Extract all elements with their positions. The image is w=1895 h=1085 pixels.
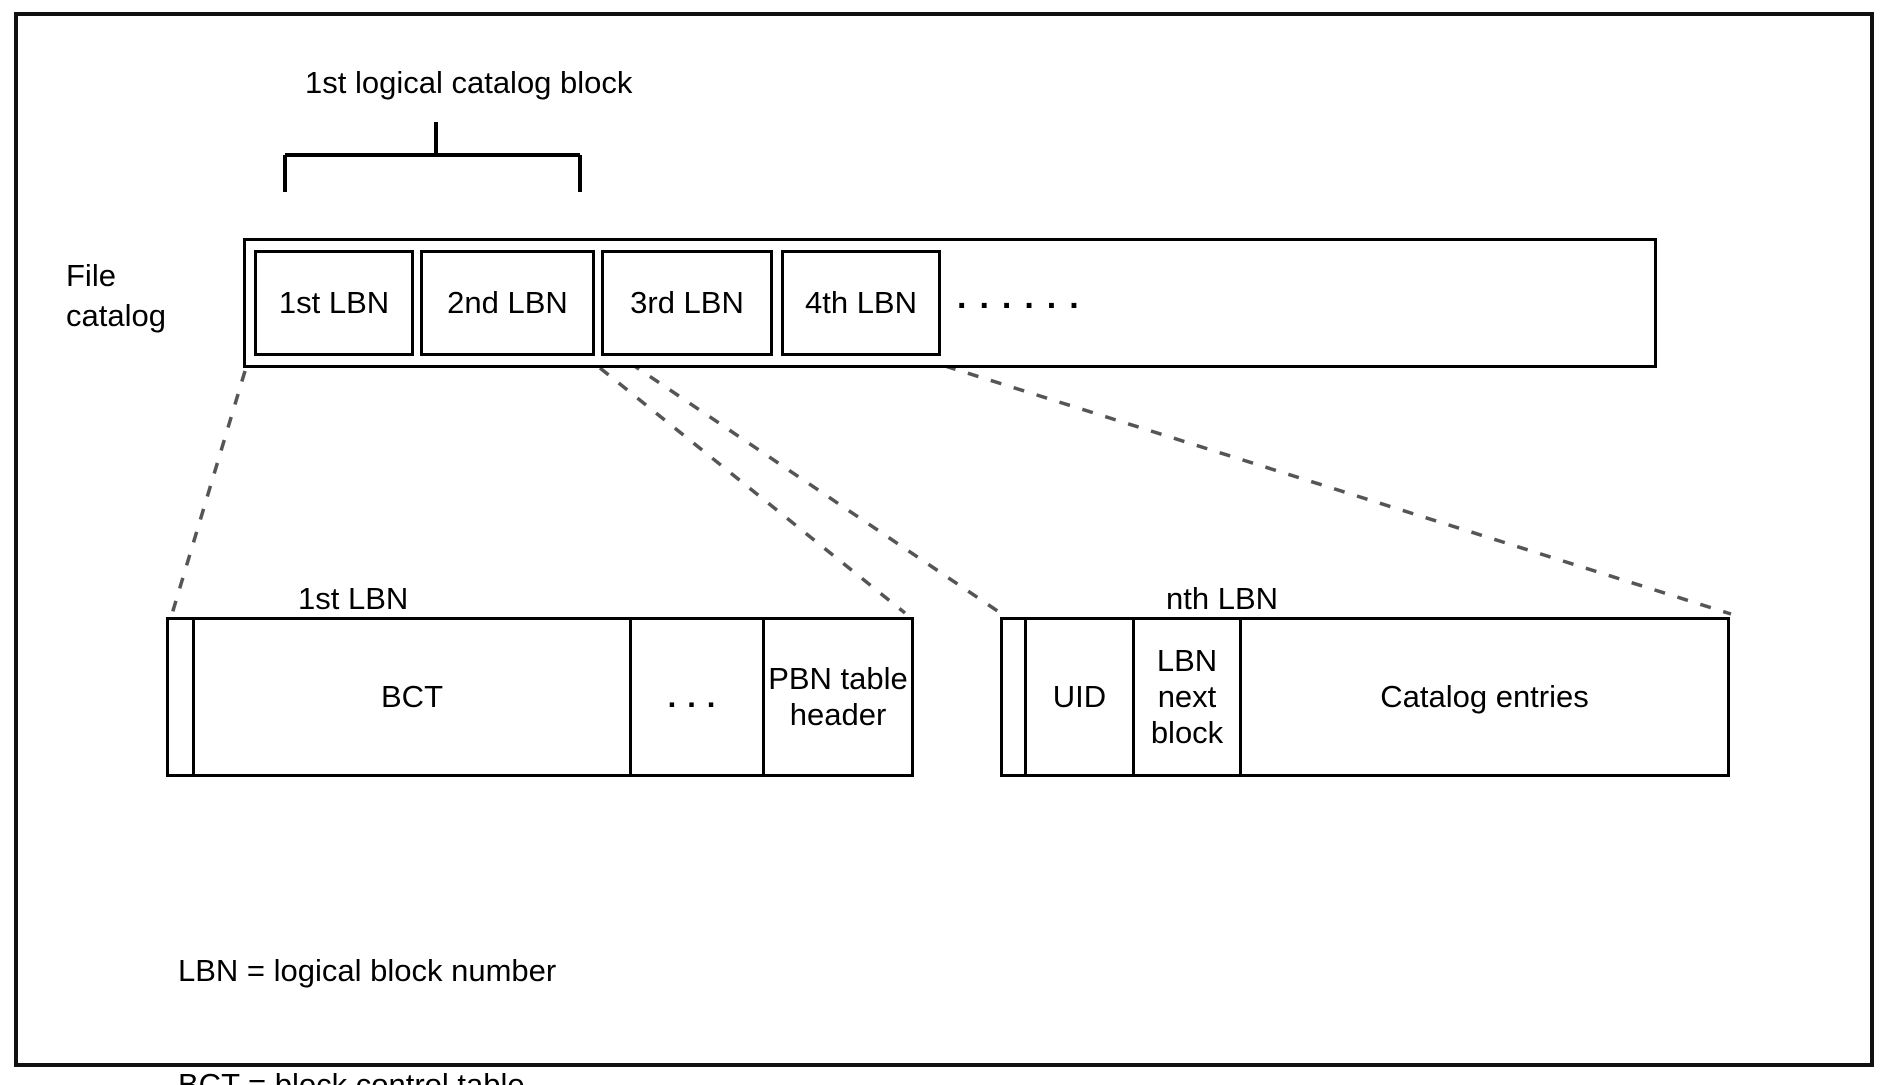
page-title-logical-catalog-block: 1st logical catalog block <box>305 65 633 100</box>
nth-lbn-cell-catalog-entries: Catalog entries <box>1242 620 1727 774</box>
first-lbn-cell-ellipsis-label: ... <box>667 679 727 714</box>
nth-lbn-detail-caption: nth LBN <box>1166 581 1279 616</box>
nth-lbn-cell-catalog-entries-label: Catalog entries <box>1380 679 1589 714</box>
nth-lbn-detail-box: UID LBN next block Catalog entries <box>1000 617 1730 777</box>
legend-line-bct: BCT = block control table <box>178 1067 525 1085</box>
nth-lbn-cell-next-block-label: LBN next block <box>1150 643 1224 750</box>
first-lbn-cell-ellipsis: ... <box>632 620 765 774</box>
first-lbn-cell-marker <box>169 620 195 774</box>
first-lbn-cell-pbn-table-header-label: PBN table header <box>768 661 908 732</box>
catalog-cell-2nd-lbn-label: 2nd LBN <box>447 285 568 320</box>
file-catalog-label: File catalog <box>66 258 166 333</box>
legend-line-lbn: LBN = logical block number <box>178 953 557 988</box>
catalog-ellipsis-dots: ...... <box>957 278 1092 316</box>
first-lbn-detail-caption: 1st LBN <box>298 581 409 616</box>
first-lbn-cell-bct: BCT <box>195 620 632 774</box>
nth-lbn-cell-next-block: LBN next block <box>1135 620 1242 774</box>
nth-lbn-cell-uid: UID <box>1027 620 1135 774</box>
catalog-cell-1st-lbn[interactable]: 1st LBN <box>254 250 414 356</box>
legend-block: LBN = logical block number BCT = block c… <box>178 876 575 1085</box>
catalog-cell-4th-lbn[interactable]: 4th LBN <box>781 250 941 356</box>
first-lbn-cell-pbn-table-header: PBN table header <box>765 620 911 774</box>
catalog-cell-1st-lbn-label: 1st LBN <box>278 285 390 320</box>
first-lbn-cell-bct-label: BCT <box>381 679 443 714</box>
catalog-cell-3rd-lbn[interactable]: 3rd LBN <box>601 250 773 356</box>
nth-lbn-cell-uid-label: UID <box>1052 679 1107 714</box>
catalog-cell-3rd-lbn-label: 3rd LBN <box>630 285 744 320</box>
first-lbn-detail-box: BCT ... PBN table header <box>166 617 914 777</box>
catalog-cell-2nd-lbn[interactable]: 2nd LBN <box>420 250 595 356</box>
catalog-cell-4th-lbn-label: 4th LBN <box>804 285 917 320</box>
nth-lbn-cell-marker <box>1003 620 1027 774</box>
